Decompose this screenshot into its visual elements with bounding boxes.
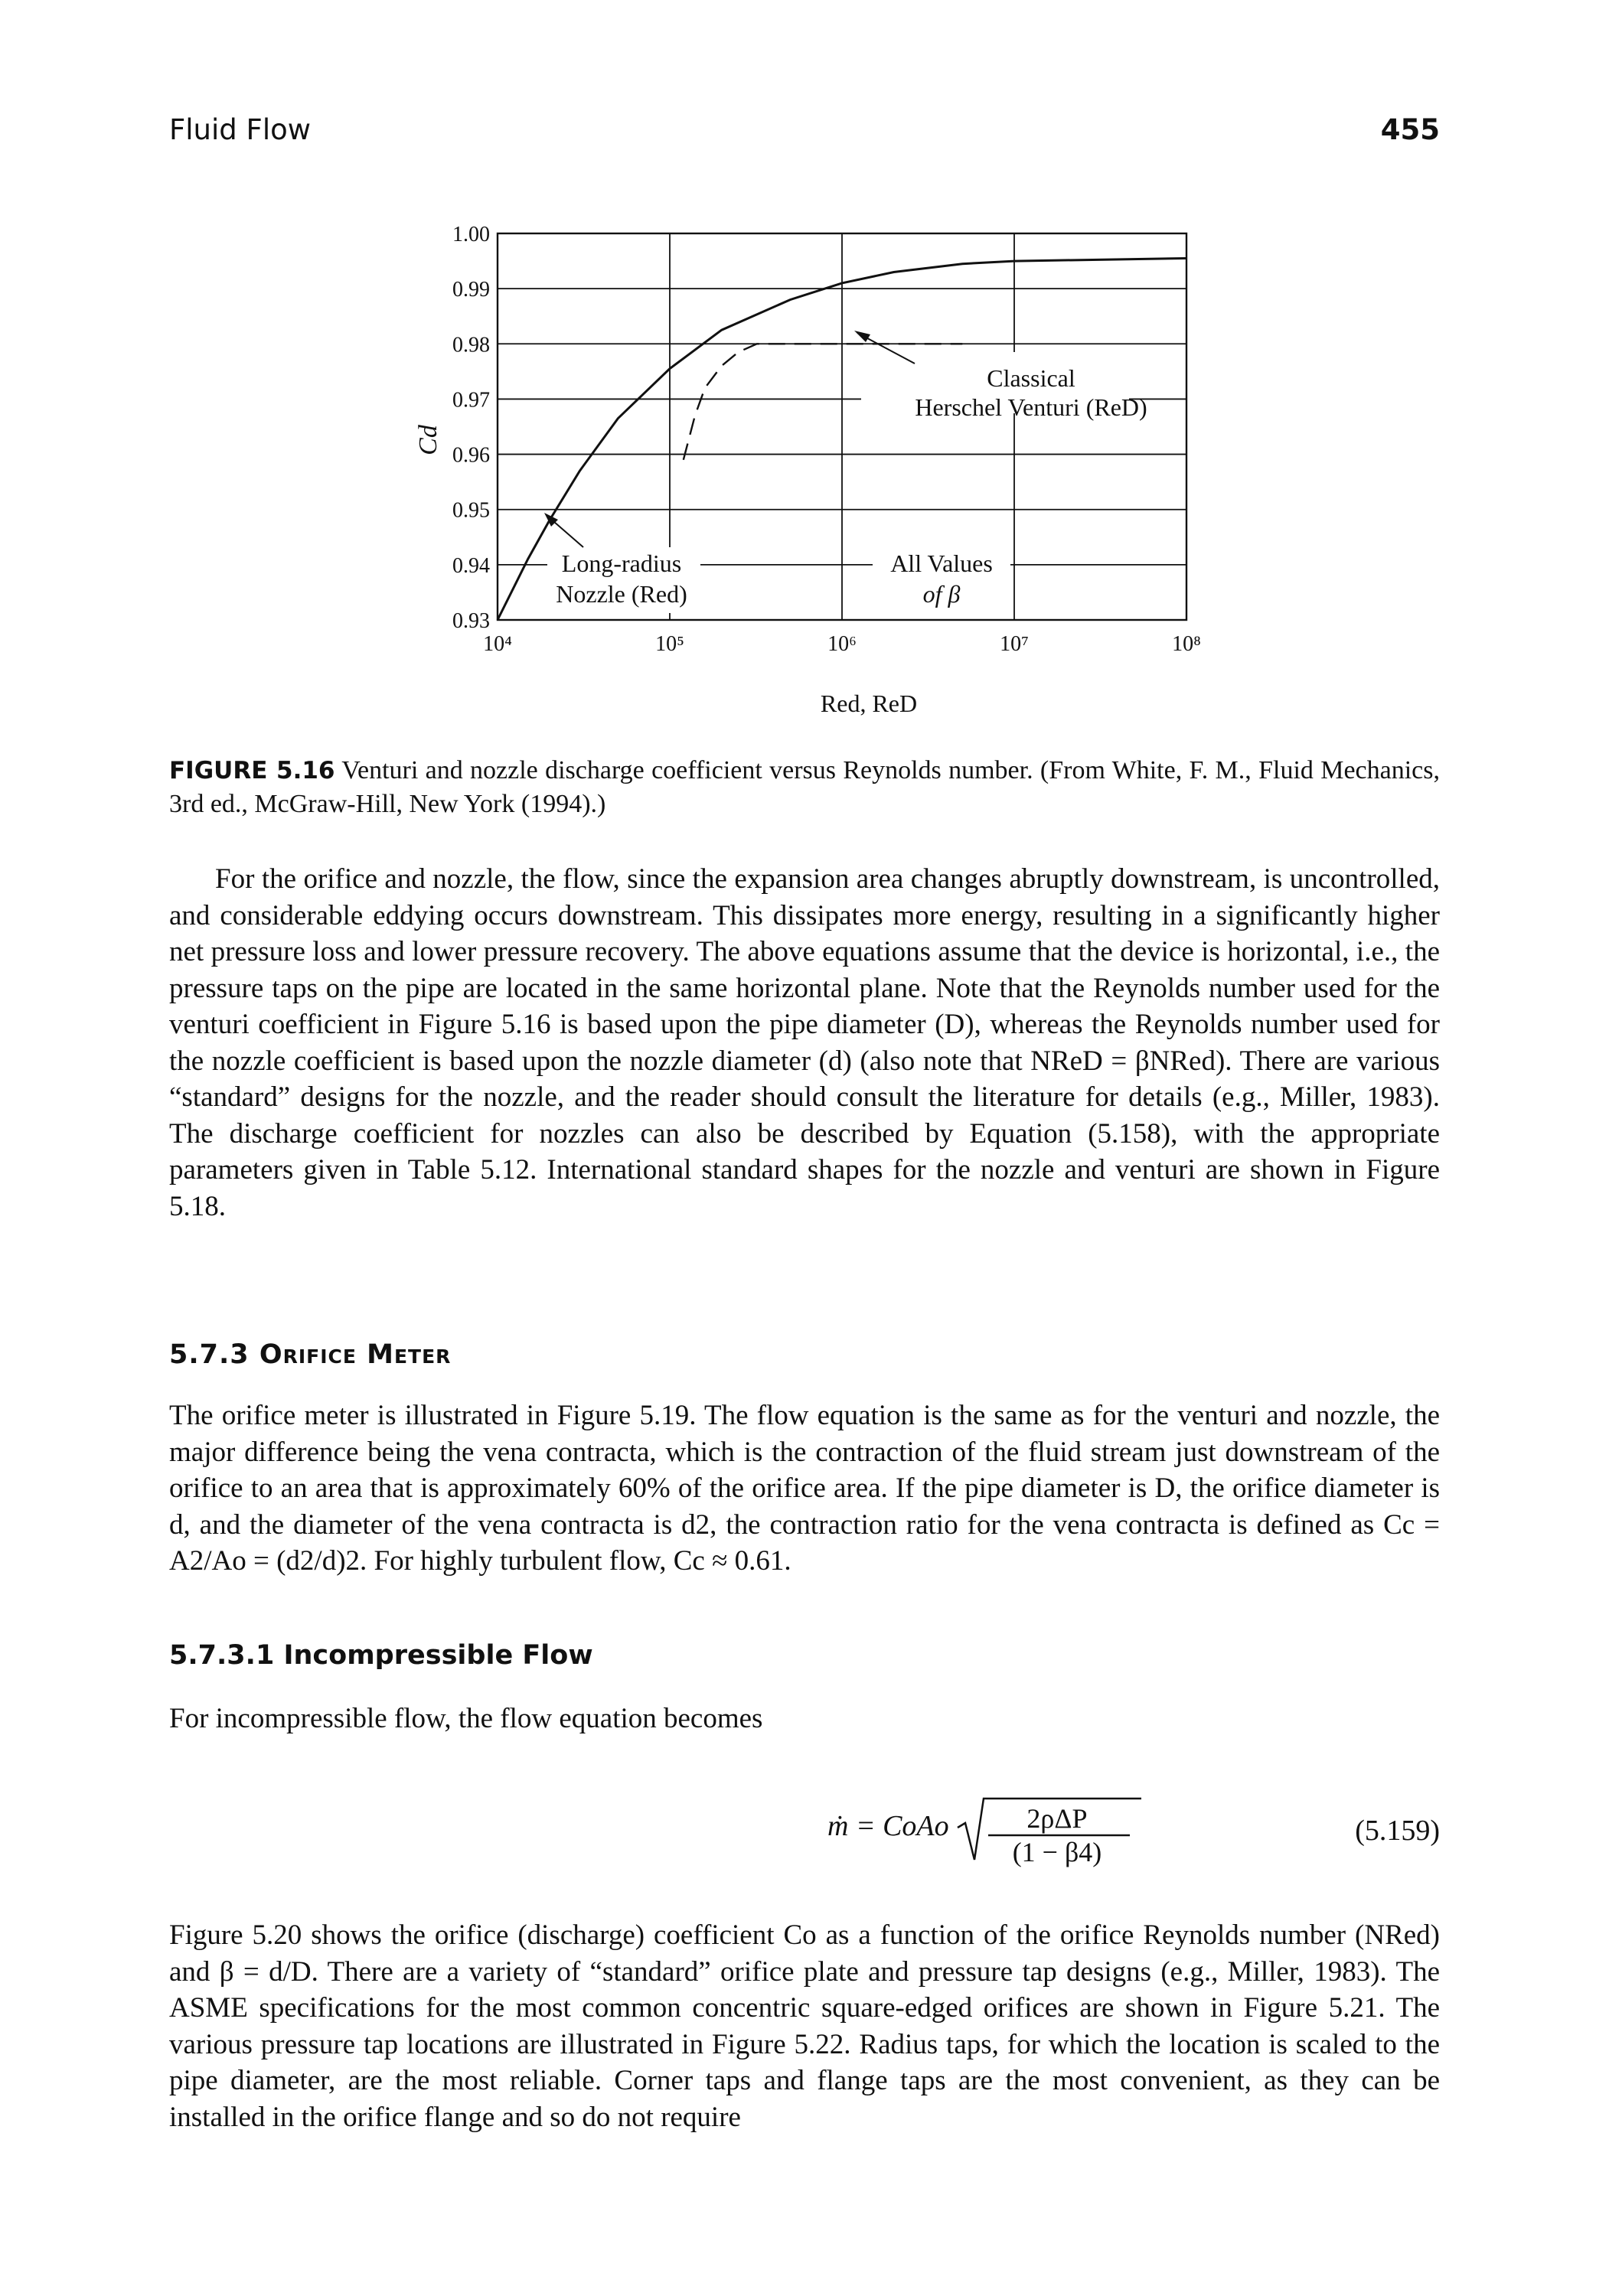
equation-body: ṁ = CoAo 2ρΔP (1 − β4) [827,1797,1141,1867]
y-tick-label: 0.95 [452,499,490,523]
page-number: 455 [1380,113,1440,146]
nozzle-label-line2: Nozzle (Red) [556,580,687,608]
equation-denominator: (1 − β4) [1013,1837,1102,1867]
paragraph-4-text: Figure 5.20 shows the orifice (discharge… [169,1919,1440,2133]
equation-lhs: ṁ = CoAo [827,1810,949,1842]
y-tick-label: 0.99 [452,278,490,302]
paragraph-3: For incompressible flow, the flow equati… [169,1701,1440,1737]
paragraph-1-text: For the orifice and nozzle, the flow, si… [169,863,1440,1222]
venturi-label-line1: Classical [987,364,1075,392]
x-tick-label: 10⁶ [827,632,857,656]
y-tick-label: 0.96 [452,444,490,468]
paragraph-2: The orifice meter is illustrated in Figu… [169,1397,1440,1580]
chart-annotations: Classical Herschel Venturi (ReD) Long-ra… [544,331,1147,613]
paragraph-2-text: The orifice meter is illustrated in Figu… [169,1400,1440,1577]
chart-border [496,232,1188,621]
y-tick-label: 1.00 [452,223,490,246]
y-tick-label: 0.93 [452,609,490,633]
chart-frame [496,232,1188,621]
venturi-arrow-head [854,331,870,342]
paragraph-3-text: For incompressible flow, the flow equati… [169,1703,763,1734]
allvalues-label-line2: of β [923,580,961,608]
nozzle-label-line1: Long-radius [562,550,681,577]
equation-numerator: 2ρΔP [1026,1803,1087,1834]
y-axis-label: Cd [414,424,442,455]
equation-number: (5.159) [1355,1815,1440,1847]
venturi-label-bg [861,352,1129,413]
x-tick-label: 10⁴ [483,632,512,656]
x-tick-label: 10⁵ [655,632,684,656]
x-tick-label: 10⁸ [1172,632,1201,656]
equation-5-159: ṁ = CoAo 2ρΔP (1 − β4) (5.159) [169,1776,1440,1867]
section-heading-text: 5.7.3 Orifice Meter [169,1339,452,1370]
y-tick-label: 0.97 [452,388,490,412]
y-tick-label: 0.98 [452,333,490,357]
venturi-label-line2: Herschel Venturi (ReD) [915,393,1147,421]
running-head: Fluid Flow 455 [169,113,1440,159]
paragraph-4: Figure 5.20 shows the orifice (discharge… [169,1917,1440,2135]
running-head-title: Fluid Flow [169,113,311,146]
x-axis-label: Red, ReD [821,690,917,717]
subsection-heading: 5.7.3.1 Incompressible Flow [169,1640,593,1671]
x-tick-label: 10⁷ [1000,632,1029,656]
figure-caption: FIGURE 5.16 Venturi and nozzle discharge… [169,754,1440,821]
allvalues-label-bg [873,547,1010,613]
caption-text: Venturi and nozzle discharge coefficient… [169,756,1440,818]
allvalues-label-line1: All Values [890,550,993,577]
venturi-curve [682,343,963,461]
caption-label: FIGURE 5.16 [169,757,335,784]
section-heading: 5.7.3 Orifice Meter [169,1339,451,1370]
paragraph-1: For the orifice and nozzle, the flow, si… [169,861,1440,1225]
sqrt-sign [957,1797,1141,1861]
y-tick-label: 0.94 [452,554,490,578]
nozzle-arrow-head [544,513,558,527]
nozzle-label-bg [547,547,700,613]
